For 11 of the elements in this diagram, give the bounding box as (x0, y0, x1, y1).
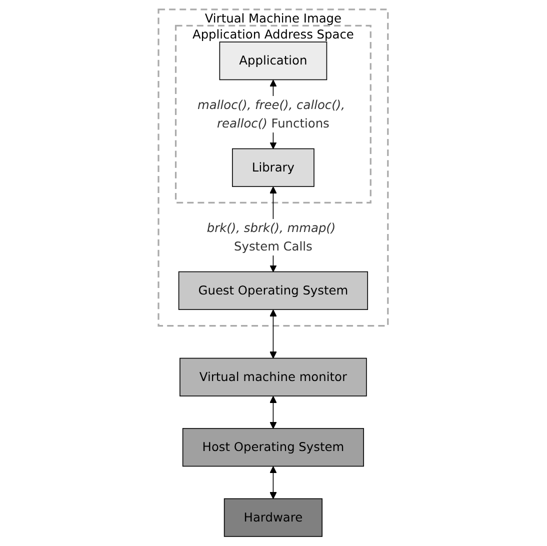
node-box: Host Operating System (182, 428, 364, 467)
node-box: Hardware (224, 498, 323, 537)
node-box: Library (232, 148, 315, 187)
arrow (270, 466, 278, 500)
arrow (270, 396, 278, 429)
node-box: Virtual machine monitor (180, 358, 368, 396)
arrow (270, 310, 278, 359)
edge-label: malloc(), free(), calloc(), realloc() Functions (198, 98, 346, 130)
node-box: Application (220, 42, 328, 80)
node-box: Guest Operating System (178, 271, 368, 310)
edge-label: brk(), sbrk(), mmap() System Calls (207, 220, 336, 254)
